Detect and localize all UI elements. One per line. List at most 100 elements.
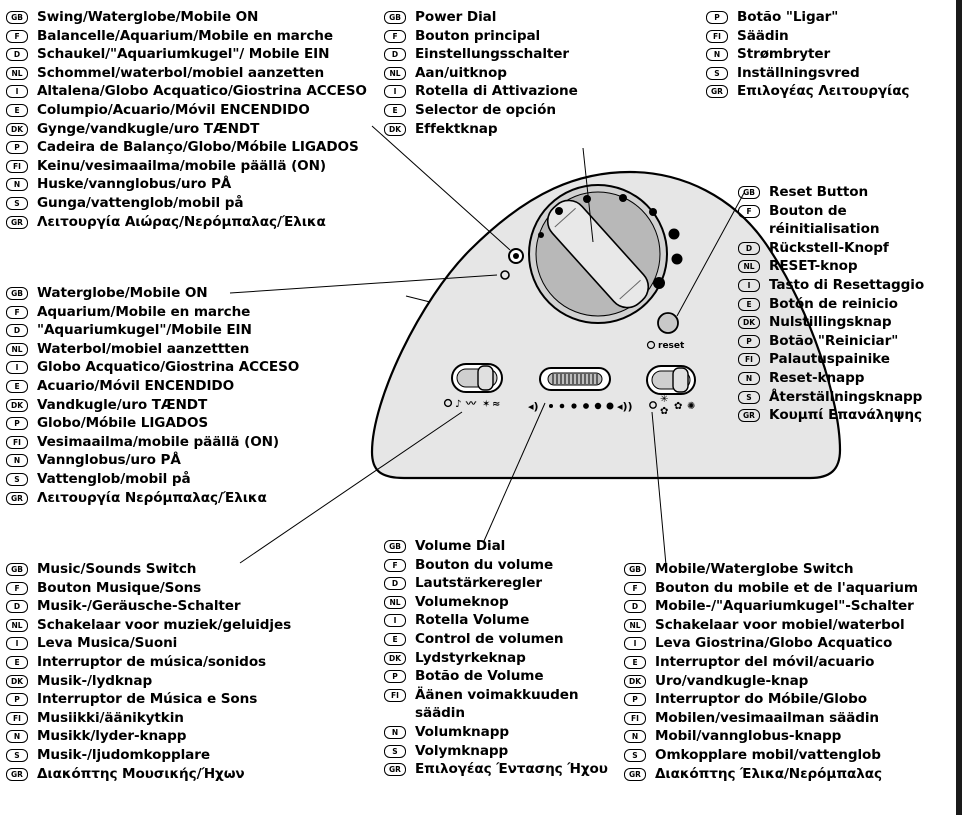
language-badge: F: [384, 29, 406, 43]
label-text: Mobile/Waterglobe Switch: [655, 561, 854, 577]
language-badge: F: [6, 29, 28, 43]
language-badge: P: [6, 141, 28, 155]
language-badge: GB: [624, 563, 646, 576]
label-text: Power Dial: [415, 9, 497, 25]
volume-dial[interactable]: [539, 367, 611, 391]
label-text: Aan/uitknop: [415, 64, 507, 81]
label-text: Vannglobus/uro PÅ: [37, 452, 181, 469]
label-text: Acuario/Móvil ENCENDIDO: [37, 377, 235, 394]
label-text: Waterglobe/Mobile ON: [37, 285, 208, 301]
language-badge: P: [624, 693, 646, 707]
label-text: Leva Musica/Suoni: [37, 635, 178, 652]
language-badge: GR: [706, 85, 728, 99]
label-text: Globo Acquatico/Giostrina ACCESO: [37, 359, 300, 376]
label-text: Botão de Volume: [415, 668, 544, 685]
label-text: Columpio/Acuario/Móvil ENCENDIDO: [37, 101, 310, 118]
flower-icon: ✿: [660, 406, 668, 417]
language-badge: N: [6, 730, 28, 744]
label-text: Keinu/vesimaailma/mobile päällä (ON): [37, 157, 327, 174]
language-badge: I: [384, 614, 406, 628]
label-text: Λειτουργία Νερόμπαλας/Έλικα: [37, 489, 267, 506]
mobile-switch-icons: ✳ ✿ ✿ ✺: [649, 394, 695, 417]
mobile-waterglobe-switch[interactable]: [646, 365, 696, 395]
star-light-icon: ✺: [687, 401, 695, 412]
label-text: Bouton de réinitialisation: [769, 202, 880, 238]
label-text: Volume Dial: [415, 538, 506, 554]
speaker-low-icon: ◂): [528, 400, 539, 413]
language-badge: NL: [384, 66, 406, 80]
language-badge: FI: [6, 159, 28, 173]
volume-scale: ◂) ◂)): [528, 400, 633, 413]
label-text: Botão "Ligar": [737, 9, 839, 25]
language-badge: D: [738, 241, 760, 255]
label-text: Omkopplare mobil/vattenglob: [655, 746, 881, 763]
language-badge: I: [6, 85, 28, 99]
power-dial[interactable]: [528, 184, 668, 324]
language-badge: E: [624, 655, 646, 669]
language-badge: FI: [706, 29, 728, 43]
language-badge: I: [6, 361, 28, 375]
label-text: Bouton du volume: [415, 556, 554, 573]
language-badge: P: [384, 670, 406, 684]
language-badge: DK: [6, 122, 28, 136]
language-badge: GR: [384, 763, 406, 777]
reset-label-text: reset: [658, 341, 685, 351]
leader-lines: [229, 125, 745, 566]
label-text: Vandkugle/uro TÆNDT: [37, 396, 208, 413]
label-text: Bouton Musique/Sons: [37, 579, 202, 596]
language-badge: D: [6, 600, 28, 614]
label-text: Schakelaar voor mobiel/waterbol: [655, 616, 905, 633]
label-text: Interruptor do Móbile/Globo: [655, 691, 867, 708]
label-text: Mobil/vannglobus-knapp: [655, 728, 842, 745]
language-badge: GB: [384, 11, 406, 24]
language-badge: GB: [6, 563, 28, 576]
off-indicator: [500, 270, 510, 280]
language-badge: FI: [738, 353, 760, 367]
language-badge: F: [384, 558, 406, 572]
label-row-d: D"Aquariumkugel"/Mobile EIN: [6, 321, 299, 340]
label-text: Huske/vannglobus/uro PÅ: [37, 176, 232, 193]
label-text: Nulstillingsknap: [769, 314, 892, 331]
language-badge: DK: [384, 122, 406, 136]
label-row-f: F Bouton du volume: [384, 556, 614, 575]
language-badge: D: [6, 48, 28, 62]
language-badge: F: [738, 204, 760, 218]
label-text: Volymknapp: [415, 742, 509, 759]
label-text: Vattenglob/mobil på: [37, 470, 191, 487]
reset-button[interactable]: [657, 312, 679, 334]
label-text: Mobilen/vesimaailman säädin: [655, 709, 879, 726]
label-text: Επιλογέας Λειτουργίας: [737, 83, 910, 100]
label-text: Music/Sounds Switch: [37, 561, 197, 577]
language-badge: DK: [624, 674, 646, 688]
music-sounds-switch[interactable]: [451, 363, 503, 393]
label-row-f: F Bouton de réinitialisation: [738, 202, 953, 239]
language-badge: N: [738, 371, 760, 385]
language-badge: F: [624, 581, 646, 595]
label-text: Vesimaailma/mobile päällä (ON): [37, 433, 280, 450]
label-row-gb: GB Power Dial: [384, 8, 578, 27]
language-badge: GB: [6, 287, 28, 300]
language-badge: E: [6, 655, 28, 669]
label-text: Schaukel/"Aquariumkugel"/ Mobile EIN: [37, 46, 330, 63]
